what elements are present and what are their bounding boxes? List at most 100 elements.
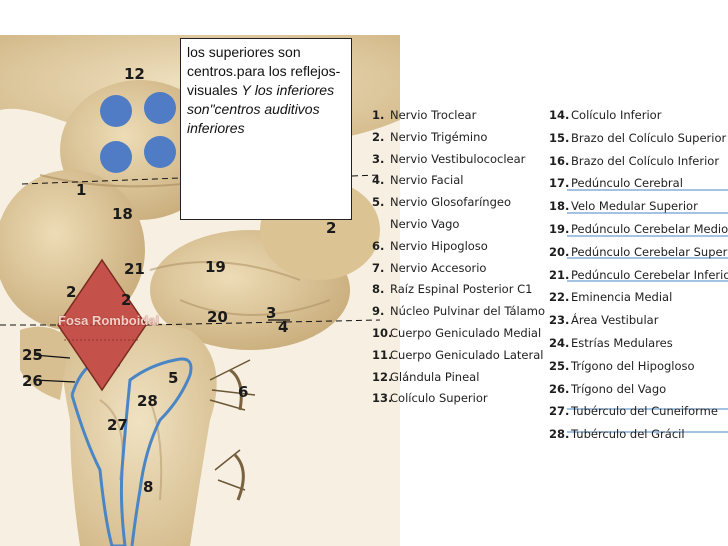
legend-item-number: 27. — [549, 404, 570, 419]
label-28: 28 — [137, 392, 158, 410]
legend-item-text: Pedúnculo Cerebelar Medio — [571, 222, 728, 236]
label-1: 1 — [76, 181, 86, 199]
legend-item-number: 6. — [372, 238, 385, 253]
legend-item: 13.Colículo Superior — [372, 391, 488, 405]
legend-item-text: Velo Medular Superior — [571, 199, 698, 214]
rhomboid-fossa-label: Fosa Romboidal — [58, 313, 160, 328]
callout-note: los superiores son centros.para los refl… — [180, 38, 352, 220]
label-2-left: 2 — [66, 283, 76, 301]
legend-item-text: Glándula Pineal — [390, 369, 480, 384]
legend-item-number: 28. — [549, 427, 570, 442]
legend-item: 21.Pedúnculo Cerebelar Inferior — [549, 268, 728, 282]
legend-item-number: 14. — [549, 108, 570, 122]
legend-item-number: 9. — [372, 304, 385, 319]
label-21: 21 — [124, 260, 145, 278]
legend-item-number: 10. — [372, 326, 393, 340]
legend-item: 23.Área Vestibular — [549, 313, 658, 327]
callout-text-italic-y: Y — [241, 82, 251, 98]
legend-item: Nervio Vago — [372, 217, 459, 231]
label-2-right: 2 — [326, 219, 336, 237]
legend-item: 16.Brazo del Colículo Inferior — [549, 154, 719, 168]
legend-item-number: 1. — [372, 108, 385, 122]
legend-item: 3. Nervio Vestibulococlear — [372, 152, 525, 166]
legend-item: 12.Glándula Pineal — [372, 370, 479, 384]
legend-item-text: Brazo del Colículo Superior — [571, 130, 727, 145]
legend-item-number: 20. — [549, 244, 570, 259]
tubercle-outline — [70, 357, 193, 546]
legend-item-text: Nervio Hipogloso — [390, 238, 488, 253]
legend-item-number: 21. — [549, 267, 570, 282]
legend-item: 7.Nervio Accesorio — [372, 261, 486, 275]
legend-item-text: Pedúnculo Cerebelar Superior — [571, 244, 728, 259]
legend-item-text: Pedúnculo Cerebelar Inferior — [571, 267, 728, 282]
label-3: 3 — [266, 304, 276, 322]
structure-number-labels: 12 1 18 21 19 2 2 3 4 20 25 26 5 6 28 27… — [22, 65, 336, 496]
legend-item-number: 5. — [372, 195, 385, 210]
legend-item: 18.Velo Medular Superior — [549, 199, 698, 213]
legend-item-text: Eminencia Medial — [571, 290, 673, 305]
legend-item: 17.Pedúnculo Cerebral — [549, 176, 683, 190]
legend-item-number: 2. — [372, 129, 385, 144]
legend-item-number: 15. — [549, 130, 570, 145]
callout-text-normal: los superiores son centros.para los refl… — [187, 44, 341, 98]
legend-item: 24.Estrías Medulares — [549, 336, 673, 350]
legend-item-number: 25. — [549, 358, 570, 373]
legend-item: 6. Nervio Hipogloso — [372, 239, 488, 253]
legend-item-number: 19. — [549, 222, 570, 236]
legend-item-text: Nervio Glosofaríngeo — [390, 195, 511, 210]
superior-colliculus-right-marker — [144, 92, 176, 124]
legend-item-text: Tubérculo del Grácil — [571, 427, 685, 442]
legend-item-number: 17. — [549, 176, 570, 191]
legend-item-text: Área Vestibular — [571, 313, 659, 328]
label-2-mid: 2 — [121, 291, 131, 309]
legend-item-number: 16. — [549, 153, 570, 168]
legend-item: 25.Trígono del Hipogloso — [549, 359, 695, 373]
legend-item: 4. Nervio Facial — [372, 173, 463, 187]
legend-item-text: Cuerpo Geniculado Lateral — [390, 347, 544, 362]
legend-item-number: 13. — [372, 391, 393, 406]
legend-item: 14.Colículo Inferior — [549, 108, 661, 122]
legend-item-number: 4. — [372, 173, 385, 188]
label-5: 5 — [168, 369, 178, 387]
legend-item-text: Nervio Facial — [390, 173, 464, 188]
label-6: 6 — [238, 383, 248, 401]
inferior-colliculus-left-marker — [100, 141, 132, 173]
legend-item: 10.Cuerpo Geniculado Medial — [372, 326, 541, 340]
legend-item: 5. Nervio Glosofaríngeo — [372, 195, 511, 209]
legend-item: 9. Núcleo Pulvinar del Tálamo — [372, 304, 545, 318]
legend-item-text: Brazo del Colículo Inferior — [571, 153, 720, 168]
legend-item-text: Nervio Accesorio — [390, 260, 487, 275]
legend-item-number: 12. — [372, 369, 393, 384]
legend-item-text: Estrías Medulares — [571, 336, 673, 350]
label-8: 8 — [143, 478, 153, 496]
legend-item-text: Colículo Superior — [390, 391, 488, 406]
legend-item-text: Pedúnculo Cerebral — [571, 176, 683, 191]
legend-item-number: 11. — [372, 347, 393, 362]
legend-item-text: Raíz Espinal Posterior C1 — [390, 282, 533, 297]
legend-item-text: Nervio Troclear — [390, 108, 477, 122]
callout-text-italic: los inferiores son"centros auditivos inf… — [187, 82, 335, 136]
legend-item: 22.Eminencia Medial — [549, 290, 672, 304]
legend-right-underlines — [567, 189, 728, 433]
legend-item-number: 24. — [549, 336, 570, 350]
legend-item-number: 23. — [549, 313, 570, 328]
legend-item-text: Tubérculo del Cuneiforme — [571, 404, 718, 419]
legend-item-text: Nervio Vago — [390, 217, 460, 231]
legend-item-number: 3. — [372, 151, 385, 166]
legend-left: 1. Nervio Troclear 2. Nervio Trigémino 3. Ner… — [372, 108, 545, 418]
legend-item-number: 22. — [549, 290, 570, 305]
label-12: 12 — [124, 65, 145, 83]
legend-item-text: Colículo Inferior — [571, 108, 662, 122]
legend-item: 11.Cuerpo Geniculado Lateral — [372, 348, 543, 362]
label-27: 27 — [107, 416, 128, 434]
label-18: 18 — [112, 205, 133, 223]
legend-item: 20.Pedúnculo Cerebelar Superior — [549, 245, 728, 259]
legend-item-text: Núcleo Pulvinar del Tálamo — [390, 304, 545, 319]
legend-item-text: Trígono del Hipogloso — [571, 358, 695, 373]
legend-item: 26.Trígono del Vago — [549, 382, 666, 396]
legend-item-text: Nervio Vestibulococlear — [390, 151, 526, 166]
legend-item: 27.Tubérculo del Cuneiforme — [549, 404, 718, 418]
label-20: 20 — [207, 308, 228, 326]
legend-item-text: Nervio Trigémino — [390, 129, 488, 144]
